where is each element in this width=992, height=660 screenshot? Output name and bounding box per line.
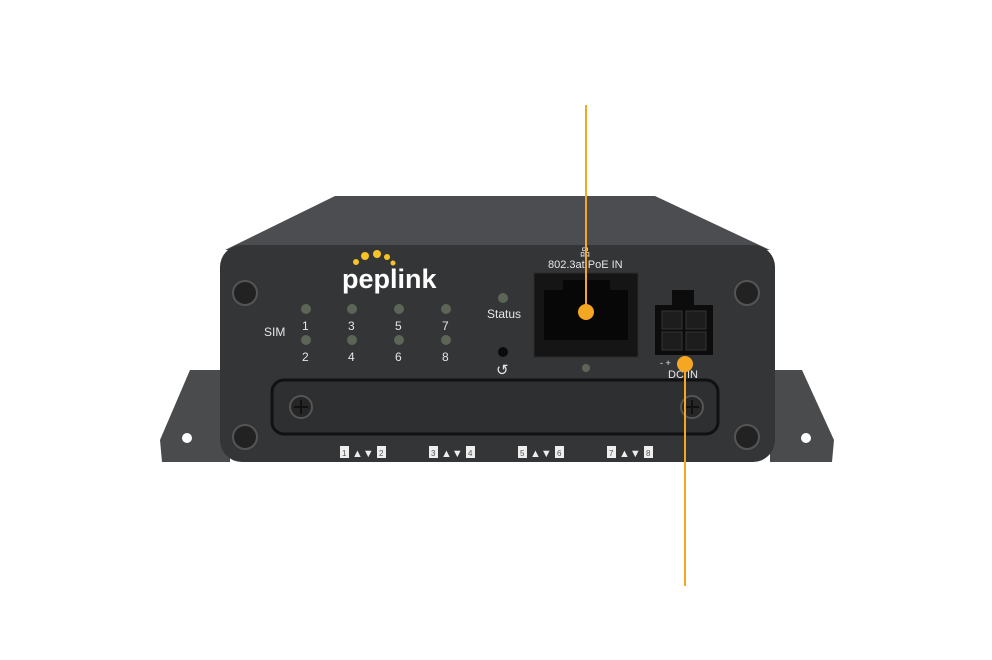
slot-marker: 7 ▲▼ 8 (607, 446, 653, 460)
sim-led (441, 335, 451, 345)
sim-led (394, 304, 404, 314)
sim-led (394, 335, 404, 345)
slot-number: 6 (557, 449, 562, 458)
sim-number: 1 (302, 319, 309, 333)
up-down-arrow-icon: ▲▼ (352, 448, 374, 460)
callout-dot-poe[interactable] (578, 304, 594, 320)
slot-marker: 5 ▲▼ 6 (518, 446, 564, 460)
peplink-logo: peplink (342, 250, 437, 294)
left-mounting-flange (160, 370, 230, 462)
sim-led (301, 335, 311, 345)
sim-led (347, 304, 357, 314)
up-down-arrow-icon: ▲▼ (441, 448, 463, 460)
dc-polarity: - + (660, 358, 671, 368)
sim-number: 3 (348, 319, 355, 333)
slot-number: 3 (431, 449, 436, 458)
sim-number: 2 (302, 350, 309, 364)
status-led (498, 293, 508, 303)
slot-number: 1 (342, 449, 347, 458)
port-led (582, 364, 590, 372)
sim-slot-cover[interactable] (270, 378, 720, 436)
flange-hole-icon (801, 433, 811, 443)
sim-led (301, 304, 311, 314)
slot-number: 5 (520, 449, 525, 458)
slot-number: 7 (609, 449, 614, 458)
sim-number: 4 (348, 350, 355, 364)
status-label: Status (487, 307, 521, 321)
corner-screws (232, 280, 760, 450)
svg-text:peplink: peplink (342, 264, 437, 294)
flange-hole-icon (182, 433, 192, 443)
slot-marker: 3 ▲▼ 4 (429, 446, 475, 460)
sim-number: 8 (442, 350, 449, 364)
sim-number: 7 (442, 319, 449, 333)
callout-dot-dc[interactable] (677, 356, 693, 372)
slot-number: 4 (468, 449, 473, 458)
dc-in-label: DC IN (668, 369, 698, 381)
sim-led (441, 304, 451, 314)
sim-number: 6 (395, 350, 402, 364)
up-down-arrow-icon: ▲▼ (619, 448, 641, 460)
slot-marker: 1 ▲▼ 2 (340, 446, 386, 460)
reset-button[interactable] (498, 347, 508, 357)
reset-arrow-icon: ↺ (496, 362, 509, 379)
slot-number: 2 (379, 449, 384, 458)
sim-label: SIM (264, 325, 285, 339)
top-lid (225, 196, 770, 250)
right-mounting-flange (770, 370, 834, 462)
sim-led (347, 335, 357, 345)
slot-number: 8 (646, 449, 651, 458)
up-down-arrow-icon: ▲▼ (530, 448, 552, 460)
sim-number: 5 (395, 319, 402, 333)
